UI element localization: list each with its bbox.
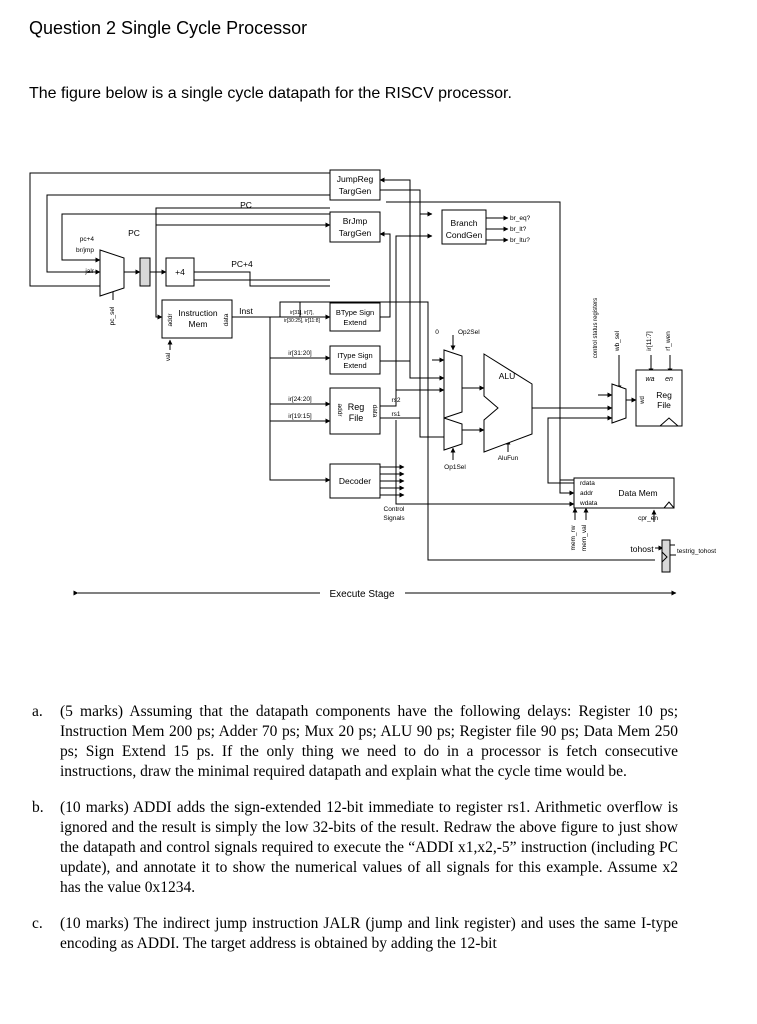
wb-sel-label: wb_sel: [614, 330, 621, 352]
wa-label: wa: [646, 376, 655, 383]
page-title: Question 2 Single Cycle Processor: [29, 18, 308, 38]
mux-jalr-label: jalr: [84, 268, 95, 275]
jumpreg-targgen: [329, 169, 381, 201]
question-c: c. (10 marks) The indirect jump instruct…: [32, 914, 678, 954]
question-list: a. (5 marks) Assuming that the datapath …: [32, 702, 678, 970]
en-label: en: [665, 376, 673, 383]
rf-wen-label: rf_wen: [665, 331, 672, 351]
brjmp-label-2: TargGen: [339, 228, 372, 238]
btype-label-2: Extend: [343, 318, 366, 327]
question-text: (10 marks) ADDI adds the sign-extended 1…: [60, 799, 678, 896]
intro-text: The figure below is a single cycle datap…: [29, 85, 512, 102]
pc-reg-label: PC: [128, 228, 140, 238]
alu-block: [483, 353, 533, 453]
decoder-label: Decoder: [339, 476, 371, 486]
question-text: (10 marks) The indirect jump instruction…: [60, 915, 678, 952]
question-text: (5 marks) Assuming that the datapath com…: [60, 703, 678, 780]
testrig-label: testrig_tohost: [677, 548, 716, 555]
op2sel-label: Op2Sel: [458, 329, 480, 336]
regfile-right-label-2: File: [657, 400, 671, 410]
brjmp-label-1: BrJmp: [343, 216, 368, 226]
rf-addr-label: addr: [336, 403, 343, 417]
ir117-label: ir[11:7]: [646, 331, 653, 351]
imem-data-label: data: [223, 313, 230, 326]
br-eq-label: br_eq?: [510, 215, 531, 222]
wdata-label: wdata: [579, 500, 598, 507]
imem-label-2: Mem: [189, 319, 208, 329]
plus4-label: +4: [175, 267, 185, 277]
question-label: b.: [32, 799, 44, 816]
addr-label: addr: [580, 490, 594, 497]
wires: [29, 172, 676, 561]
regfile-mid-label-2: File: [349, 413, 364, 423]
branch-label-1: Branch: [451, 218, 478, 228]
pc-mux: [99, 249, 125, 297]
question-label: a.: [32, 703, 43, 720]
imem-label-1: Instruction: [178, 308, 217, 318]
ir-3120-label: ir[31:20]: [288, 350, 312, 357]
br-ltu-label: br_ltu?: [510, 237, 530, 244]
reg-file-read: [329, 387, 381, 435]
ir-2420-label: ir[24:20]: [288, 396, 312, 403]
rdata-label: rdata: [580, 480, 595, 487]
jumpreg-label-1: JumpReg: [337, 174, 374, 184]
question-a: a. (5 marks) Assuming that the datapath …: [32, 702, 678, 782]
brjmp-targgen: [329, 211, 381, 243]
op1sel-label: Op1Sel: [444, 464, 466, 471]
mem-rw-label: mem_rw: [570, 525, 577, 550]
rs1-label: rs1: [391, 411, 400, 418]
branch-label-2: CondGen: [446, 230, 483, 240]
branch-condgen: [441, 209, 487, 245]
data-mem: [573, 477, 675, 509]
ir-b1-label: ir[31], ir[7],: [290, 310, 314, 316]
decoder: [329, 463, 381, 499]
inst-label: Inst: [239, 306, 253, 316]
ir-b2-label: ir[30:25], ir[11:8]: [284, 318, 320, 324]
br-lt-label: br_lt?: [510, 226, 527, 233]
pc-sel-label: pc_sel: [109, 306, 116, 325]
rs2-label: rs2: [391, 397, 400, 404]
cpr-en-label: cpr_en: [638, 515, 658, 522]
mux-pc4-label: pc+4: [80, 236, 95, 243]
jumpreg-label-2: TargGen: [339, 186, 372, 196]
val-label: val: [165, 352, 172, 361]
question-label: c.: [32, 915, 43, 932]
pc-register: [139, 257, 151, 287]
mem-val-label: mem_val: [581, 524, 588, 551]
alu-label: ALU: [499, 371, 516, 381]
btype-label-1: BType Sign: [336, 308, 374, 317]
mux-brjmp-label: br/jmp: [76, 247, 94, 254]
btype-sign-extend: [329, 302, 381, 332]
question-b: b. (10 marks) ADDI adds the sign-extende…: [32, 798, 678, 898]
zero-label: 0: [435, 329, 439, 336]
itype-label-1: IType Sign: [337, 351, 372, 360]
instruction-mem: [161, 299, 233, 339]
control-signals-2: Signals: [383, 515, 405, 522]
op2-mux: [443, 349, 463, 419]
ir-1915-label: ir[19:15]: [288, 413, 312, 420]
wb-mux: [611, 383, 627, 424]
datamem-label: Data Mem: [618, 488, 657, 498]
alufun-label: AluFun: [498, 455, 519, 462]
datapath-diagram: JumpReg TargGen BrJmp TargGen Branch Con…: [29, 169, 716, 600]
wd-label: wd: [640, 396, 646, 405]
regfile-right-label-1: Reg: [656, 390, 672, 400]
csr-label: control status registers: [593, 298, 599, 358]
plus4-adder: [165, 257, 195, 287]
pc-top-label: PC: [240, 200, 252, 210]
itype-sign-extend: [329, 345, 381, 375]
rf-data-label: data: [371, 405, 378, 418]
execute-stage-label: Execute Stage: [329, 589, 394, 600]
pc4-top-label: PC+4: [231, 259, 253, 269]
itype-label-2: Extend: [343, 361, 366, 370]
imem-addr-label: addr: [167, 313, 174, 327]
control-signals-1: Control: [384, 506, 406, 513]
reg-file-write: [635, 369, 683, 427]
op1-mux: [443, 417, 463, 451]
tohost-label: tohost: [630, 544, 654, 554]
regfile-mid-label-1: Reg: [348, 402, 365, 412]
